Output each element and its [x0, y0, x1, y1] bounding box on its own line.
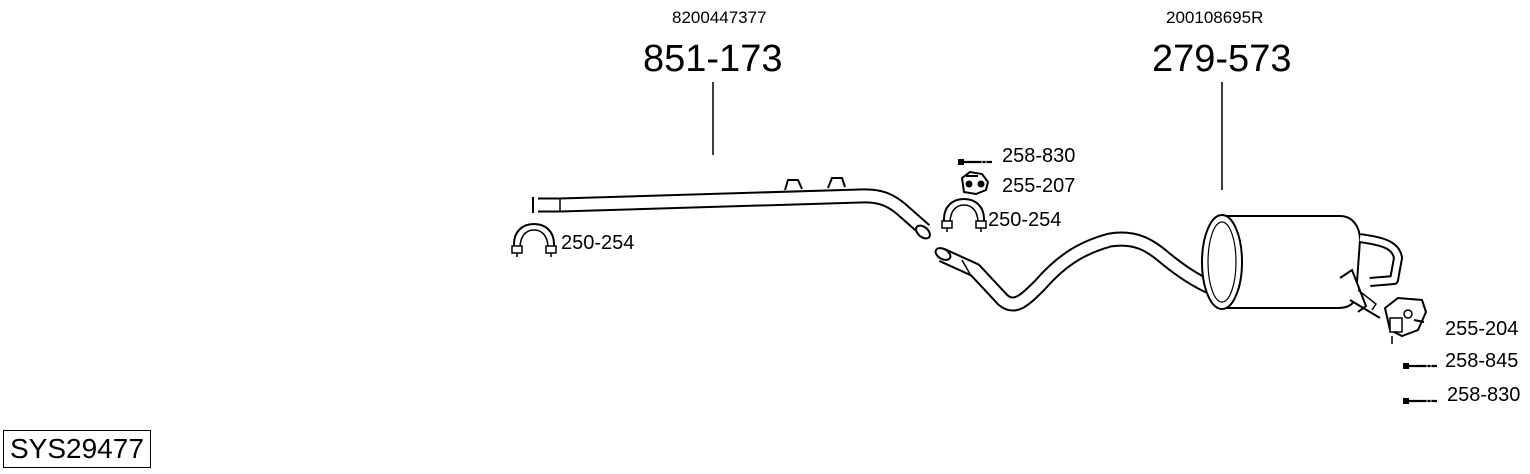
rear-silencer[interactable] [1201, 214, 1403, 319]
bolt-icon[interactable] [1401, 396, 1439, 406]
label-bolt-rear-1[interactable]: 258-845 [1445, 350, 1519, 372]
rear-silencer-part-number[interactable]: 279-573 [1152, 38, 1292, 80]
front-pipe-part-number[interactable]: 851-173 [643, 38, 783, 80]
system-code: SYS29477 [10, 433, 144, 464]
label-bracket-rear[interactable]: 255-204 [1445, 318, 1519, 340]
rear-pipe[interactable] [934, 231, 1216, 312]
label-clamp-front[interactable]: 250-254 [561, 232, 635, 254]
rear-silencer-oem-number: 200108695R [1166, 8, 1264, 27]
bolt-icon[interactable] [1401, 361, 1439, 371]
front-pipe[interactable] [532, 177, 932, 241]
bracket-icon[interactable] [1383, 296, 1428, 344]
rubber-mount-icon[interactable] [960, 170, 990, 196]
pipe-clamp-icon[interactable] [511, 223, 557, 258]
label-clamp-mid[interactable]: 250-254 [988, 209, 1062, 231]
pipe-clamp-icon[interactable] [941, 198, 987, 233]
label-bolt-top[interactable]: 258-830 [1002, 145, 1076, 167]
label-bolt-rear-2[interactable]: 258-830 [1447, 384, 1521, 406]
label-rubber-mount[interactable]: 255-207 [1002, 175, 1076, 197]
front-pipe-oem-number: 8200447377 [672, 8, 767, 27]
system-code-box: SYS29477 [3, 430, 151, 468]
bolt-icon[interactable] [956, 157, 994, 167]
